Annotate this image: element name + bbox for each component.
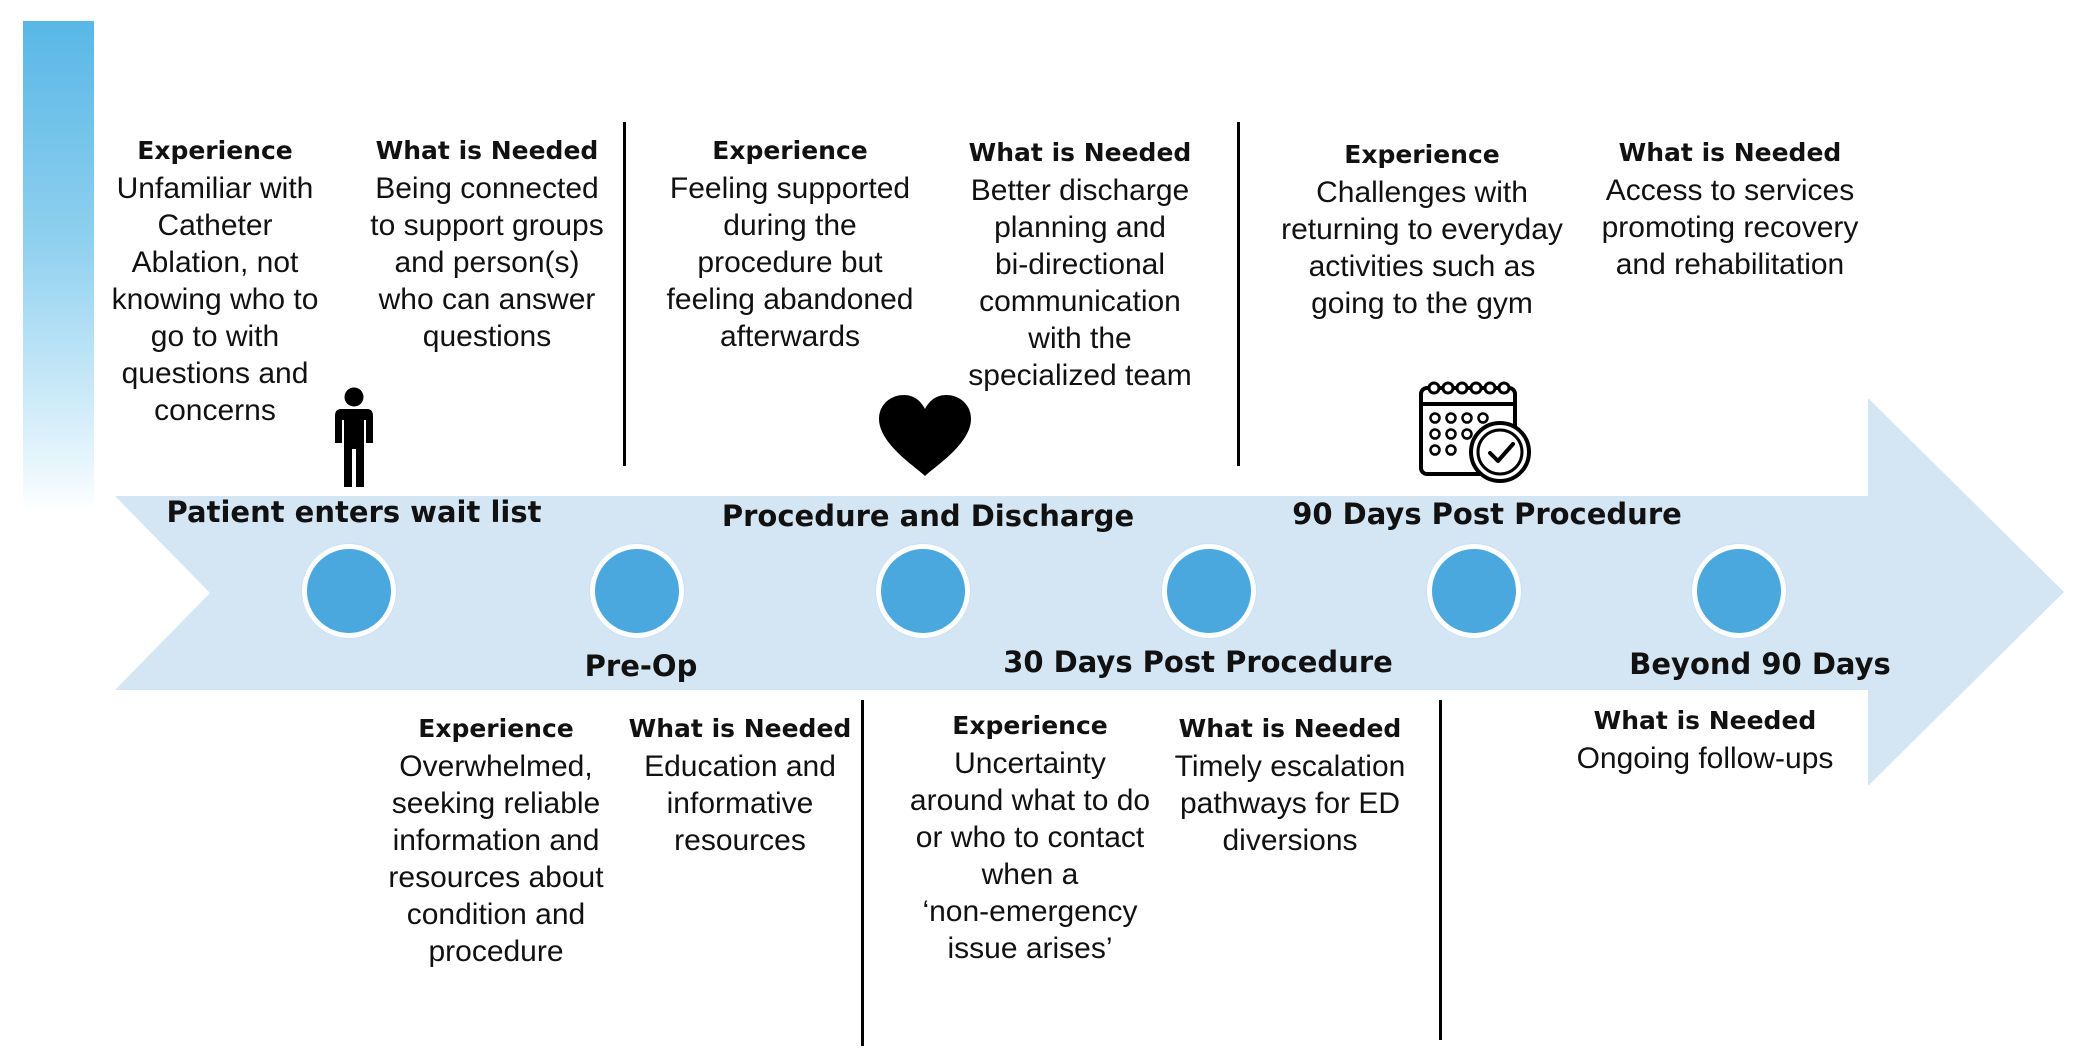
block-heading: What is Needed <box>628 714 852 743</box>
block-text: Overwhelmed, seeking reliable informatio… <box>388 750 604 968</box>
divider-bottom-2 <box>1439 700 1442 1040</box>
block-heading: What is Needed <box>375 136 599 165</box>
divider-bottom-1 <box>861 700 864 1046</box>
block-heading: What is Needed <box>1178 714 1402 743</box>
block-heading: What is Needed <box>968 138 1192 167</box>
bottom-block-2: What is Needed Education and informative… <box>620 710 860 859</box>
block-heading: What is Needed <box>1618 138 1842 167</box>
milestone-dot-6 <box>1692 544 1786 638</box>
milestone-dot-4 <box>1162 544 1256 638</box>
bottom-block-4: What is Needed Timely escalation pathway… <box>1160 710 1420 859</box>
bottom-block-3: Experience Uncertainty around what to do… <box>890 707 1170 967</box>
top-block-3: Experience Feeling supported during the … <box>655 132 925 355</box>
block-text: Unfamiliar with Catheter Ablation, not k… <box>111 172 319 427</box>
heart-icon <box>879 395 971 476</box>
block-heading: Experience <box>137 136 293 165</box>
stage-label-wait-list: Patient enters wait list <box>166 495 542 529</box>
bottom-block-1: Experience Overwhelmed, seeking reliable… <box>370 710 622 970</box>
block-text: Better discharge planning and bi-directi… <box>968 174 1192 392</box>
block-text: Uncertainty around what to do or who to … <box>909 747 1151 965</box>
stage-label-90-days: 90 Days Post Procedure <box>1292 497 1682 531</box>
block-text: Timely escalation pathways for ED divers… <box>1174 750 1406 857</box>
divider-top-2 <box>1237 122 1240 466</box>
top-block-5: Experience Challenges with returning to … <box>1262 136 1582 322</box>
calendar-clock-icon <box>1419 381 1531 483</box>
milestone-dot-2 <box>590 544 684 638</box>
milestone-dot-1 <box>302 544 396 638</box>
bottom-block-5: What is Needed Ongoing follow-ups <box>1555 702 1855 777</box>
arrow-shape <box>115 398 2064 786</box>
stage-label-beyond-90: Beyond 90 Days <box>1629 647 1891 681</box>
stage-label-pre-op: Pre-Op <box>584 649 698 683</box>
block-heading: What is Needed <box>1593 706 1817 735</box>
block-heading: Experience <box>1344 140 1500 169</box>
block-heading: Experience <box>418 714 574 743</box>
block-text: Ongoing follow-ups <box>1576 742 1834 775</box>
top-block-6: What is Needed Access to services promot… <box>1580 134 1880 283</box>
top-block-4: What is Needed Better discharge planning… <box>950 134 1210 394</box>
block-text: Feeling supported during the procedure b… <box>666 172 914 353</box>
top-block-1: Experience Unfamiliar with Catheter Abla… <box>95 132 335 429</box>
divider-top-1 <box>623 122 626 466</box>
block-heading: Experience <box>712 136 868 165</box>
accent-bar <box>23 21 94 511</box>
block-text: Education and informative resources <box>644 750 836 857</box>
person-icon <box>335 387 373 487</box>
block-text: Challenges with returning to everyday ac… <box>1281 176 1563 320</box>
top-block-2: What is Needed Being connected to suppor… <box>362 132 612 355</box>
stage-label-30-days: 30 Days Post Procedure <box>1003 645 1393 679</box>
block-heading: Experience <box>952 711 1108 740</box>
stage-label-procedure: Procedure and Discharge <box>721 499 1135 533</box>
block-text: Access to services promoting recovery an… <box>1601 174 1859 281</box>
milestone-dot-3 <box>876 544 970 638</box>
block-text: Being connected to support groups and pe… <box>370 172 604 353</box>
milestone-dot-5 <box>1427 544 1521 638</box>
